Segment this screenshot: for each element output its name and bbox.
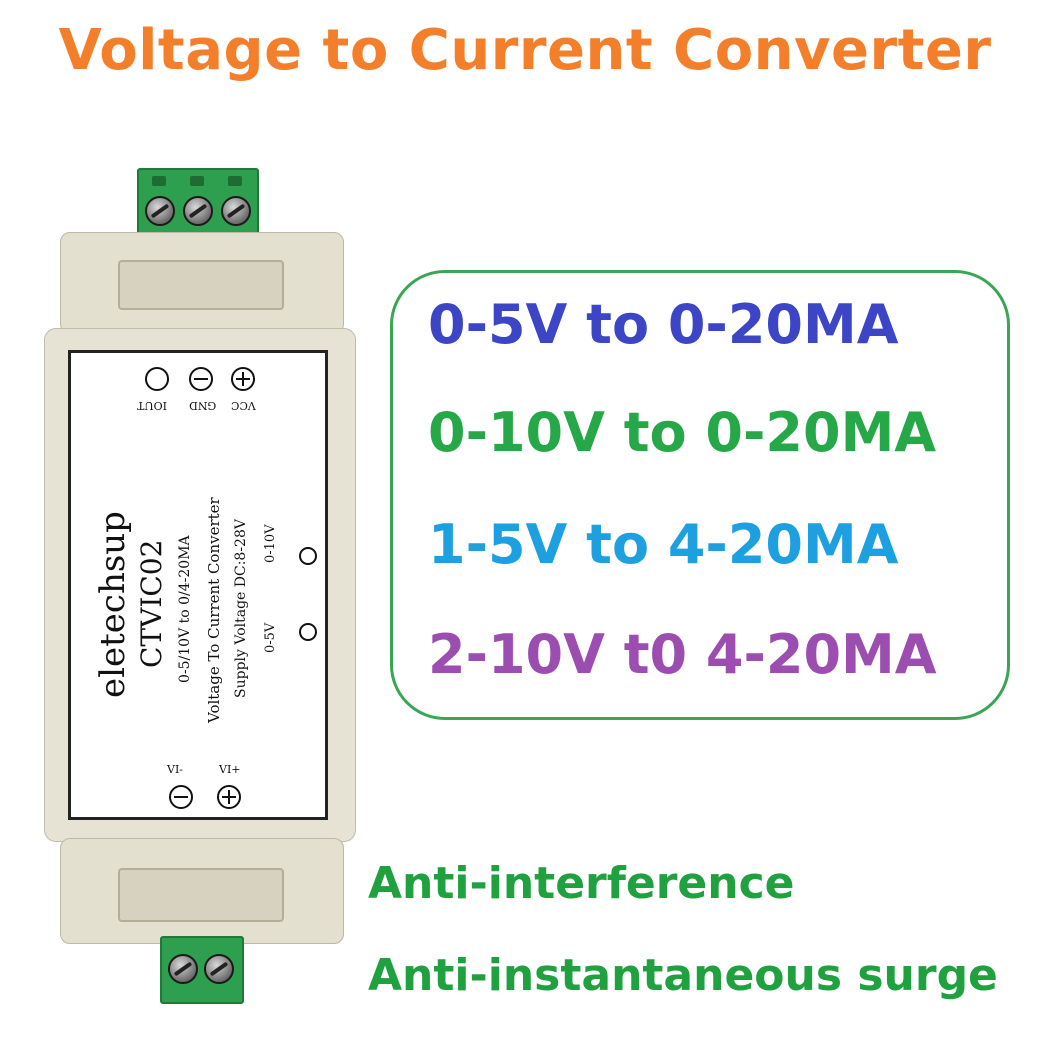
vi-plus-label: VI+ [219,763,241,776]
top-terminal-block [137,168,259,238]
screw-icon [221,196,251,226]
plus-circle-icon [231,367,255,391]
spec-line: 1-5V to 4-20MA [428,513,899,576]
device-label: IOUT GND VCC eletechsup CTVIC02 0-5/10V … [68,350,328,820]
jumper-pad-icon [299,547,317,565]
minus-circle-icon [189,367,213,391]
bottom-window [118,868,284,922]
top-window [118,260,284,310]
supply-label: Supply Voltage DC:8-28V [233,519,249,698]
minus-circle-icon [169,785,193,809]
feature-line: Anti-interference [368,858,795,909]
screw-icon [183,196,213,226]
screw-icon [168,954,198,984]
vcc-label: VCC [231,399,256,412]
spec-line: 0-10V to 0-20MA [428,401,937,464]
conversion-ranges-box: 0-5V to 0-20MA 0-10V to 0-20MA 1-5V to 4… [390,270,1010,720]
iout-label: IOUT [137,399,167,412]
bottom-terminal-block [160,936,244,1004]
gnd-label: GND [189,399,217,412]
vi-minus-label: VI- [167,763,184,776]
page-title: Voltage to Current Converter [58,18,992,83]
feature-line: Anti-instantaneous surge [368,950,998,1001]
range-label: 0-5/10V to 0/4-20MA [177,535,193,683]
circle-icon [145,367,169,391]
spec-line: 2-10V t0 4-20MA [428,623,937,686]
description-label: Voltage To Current Converter [205,497,223,723]
plus-circle-icon [217,785,241,809]
jumper-05-label: 0-5V [263,622,278,653]
screw-icon [145,196,175,226]
brand-label: eletechsup [93,511,133,698]
model-label: CTVIC02 [135,539,168,668]
spec-line: 0-5V to 0-20MA [428,293,899,356]
jumper-010-label: 0-10V [263,524,278,563]
jumper-pad-icon [299,623,317,641]
screw-icon [204,954,234,984]
